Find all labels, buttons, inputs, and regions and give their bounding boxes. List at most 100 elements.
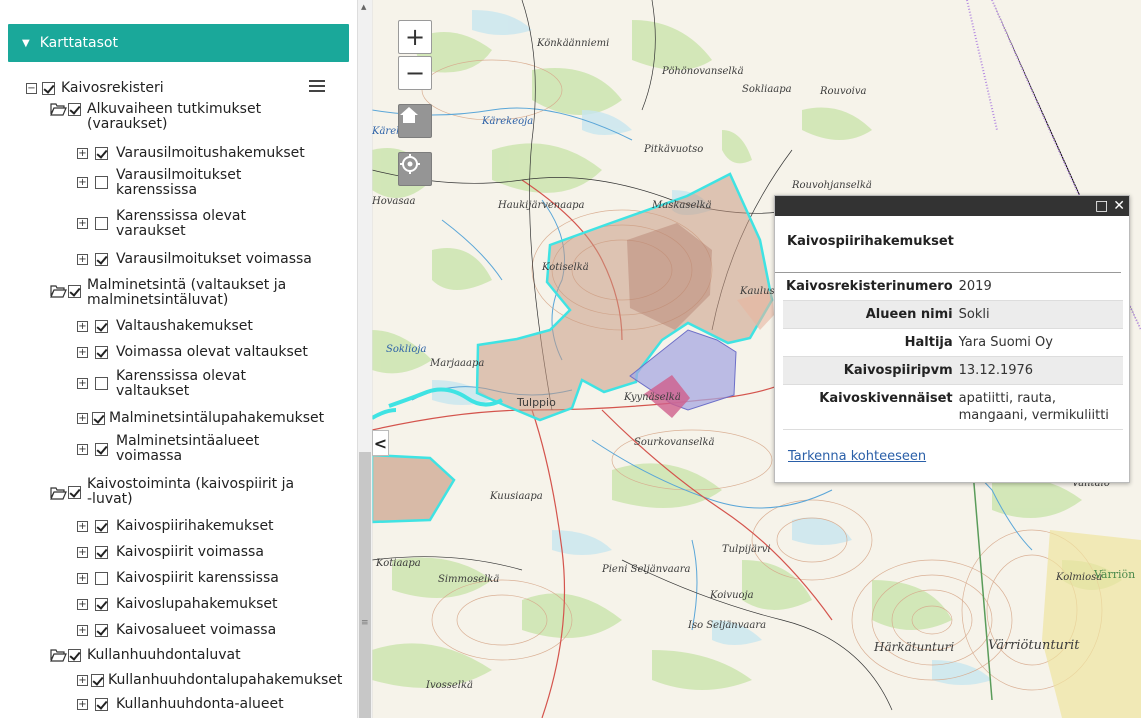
map-place-label: Pöhönovanselkä: [662, 66, 744, 77]
scrollbar-grip-icon: ≡: [361, 618, 369, 628]
tree-item: +Kaivospiirit karenssissa: [77, 571, 279, 586]
tree-item: +Varausilmoitushakemukset: [77, 146, 305, 161]
checkbox[interactable]: [95, 346, 108, 359]
expand-icon[interactable]: +: [77, 148, 88, 159]
map-place-label: Kärekeoja: [482, 116, 534, 127]
checkbox[interactable]: [91, 674, 104, 687]
checkbox[interactable]: [42, 82, 55, 95]
expand-icon[interactable]: +: [77, 699, 88, 710]
checkbox[interactable]: [95, 698, 108, 711]
map-place-label: Rouvohjanselkä: [792, 180, 872, 191]
popup-title: Kaivospiirihakemukset: [775, 216, 1121, 273]
checkbox[interactable]: [95, 147, 108, 160]
expand-icon[interactable]: +: [77, 347, 88, 358]
expand-icon[interactable]: +: [77, 444, 88, 455]
expand-icon[interactable]: +: [77, 675, 88, 686]
scroll-up-arrow-icon[interactable]: ▲: [361, 3, 367, 11]
checkbox[interactable]: [92, 412, 105, 425]
map-place-label: Kuusiaapa: [490, 491, 543, 502]
tree-item: + Voimassa olevat valtaukset: [77, 345, 308, 360]
checkbox[interactable]: [95, 253, 108, 266]
expand-icon[interactable]: +: [77, 573, 88, 584]
checkbox[interactable]: [68, 285, 81, 298]
checkbox[interactable]: [68, 103, 81, 116]
checkbox[interactable]: [95, 598, 108, 611]
zoom-in-button[interactable]: +: [398, 20, 432, 54]
tree-item: + Kaivospiirihakemukset: [77, 519, 274, 534]
tree-item-label: Kaivosalueet voimassa: [116, 622, 277, 638]
expand-icon[interactable]: +: [77, 413, 88, 424]
tree-item: + Kullanhuuhdontalupahakemukset: [77, 673, 342, 688]
layer-panel-header[interactable]: ▼ Karttatasot: [8, 24, 349, 62]
map-place-label: Kotiselkä: [542, 262, 589, 273]
map-place-label: Iso Seljänvaara: [688, 620, 767, 631]
checkbox[interactable]: [95, 546, 108, 559]
map-place-label: Tulpijärvi: [722, 544, 771, 555]
map-place-label: Välitalo: [1072, 478, 1110, 489]
map-place-label: Rouvoiva: [820, 86, 867, 97]
open-folder-icon[interactable]: [50, 486, 67, 500]
expand-icon[interactable]: +: [77, 218, 88, 229]
expand-icon[interactable]: +: [77, 599, 88, 610]
map-place-label: Kyynäselkä: [624, 392, 681, 403]
attribute-value: apatiitti, rauta, mangaani, vermikuliitt…: [958, 391, 1109, 423]
tree-group-label: Alkuvaiheen tutkimukset(varaukset): [87, 101, 262, 132]
checkbox[interactable]: [68, 486, 81, 499]
tree-item: +Kaivospiirit voimassa: [77, 545, 264, 560]
map-place-label: Ivosselkä: [426, 680, 474, 691]
tree-item-label: Varausilmoitukset voimassa: [116, 251, 312, 267]
scrollbar-thumb[interactable]: [359, 452, 371, 718]
open-folder-icon[interactable]: [50, 284, 67, 298]
collapse-icon[interactable]: −: [26, 83, 37, 94]
menu-icon[interactable]: [309, 80, 325, 94]
feature-info-popup: □ ✕ Kaivospiirihakemukset Kaivosrekister…: [774, 195, 1130, 483]
zoom-to-feature-link[interactable]: Tarkenna kohteeseen: [788, 449, 927, 464]
expand-icon[interactable]: +: [77, 177, 88, 188]
attribute-key: Alueen nimi: [865, 307, 953, 322]
tree-item-label: Kaivoslupahakemukset: [116, 596, 278, 612]
checkbox[interactable]: [95, 572, 108, 585]
expand-icon[interactable]: +: [77, 547, 88, 558]
tree-item: + Valtaushakemukset: [77, 319, 253, 334]
checkbox[interactable]: [95, 176, 108, 189]
map-place-label: Marjaaapa: [430, 358, 485, 369]
collapse-panel-chevron-left-icon[interactable]: <: [372, 430, 389, 456]
tree-item-label: Kullanhuuhdontalupahakemukset: [108, 672, 343, 688]
tree-item-label: Kaivospiirihakemukset: [116, 518, 274, 534]
open-folder-icon[interactable]: [50, 648, 67, 662]
expand-icon[interactable]: +: [77, 521, 88, 532]
checkbox[interactable]: [95, 443, 108, 456]
layer-panel: ▼ Karttatasot − Kaivosrekisteri Alkuvaih…: [0, 0, 358, 718]
tree-item: + Varausilmoitukset voimassa: [77, 252, 312, 267]
open-folder-icon[interactable]: [50, 102, 67, 116]
zoom-out-button[interactable]: −: [398, 56, 432, 90]
checkbox[interactable]: [95, 217, 108, 230]
tree-group-label: Kaivostoiminta (kaivospiirit ja-luvat): [87, 476, 295, 507]
map-place-label: Kotiaapa: [376, 558, 421, 569]
tree-item-label: Voimassa olevat valtaukset: [116, 344, 308, 360]
tree-item-label: Kullanhuuhdonta-alueet: [116, 696, 284, 712]
checkbox[interactable]: [95, 624, 108, 637]
map-place-label: Sokliaapa: [742, 84, 792, 95]
tree-group: Kullanhuuhdontaluvat: [50, 648, 241, 663]
expand-icon[interactable]: +: [77, 625, 88, 636]
close-icon[interactable]: ✕: [1113, 198, 1125, 214]
checkbox[interactable]: [95, 520, 108, 533]
expand-icon[interactable]: +: [77, 321, 88, 332]
maximize-icon[interactable]: □: [1095, 198, 1109, 214]
tree-item-label: Valtaushakemukset: [116, 318, 253, 334]
tree-root-label: Kaivosrekisteri: [61, 80, 164, 96]
checkbox[interactable]: [95, 377, 108, 390]
expand-icon[interactable]: +: [77, 254, 88, 265]
checkbox[interactable]: [68, 649, 81, 662]
tree-item: + Kullanhuuhdonta-alueet: [77, 697, 284, 712]
layer-panel-title: Karttatasot: [39, 35, 118, 51]
locate-button[interactable]: [398, 152, 432, 186]
home-button[interactable]: [398, 104, 432, 138]
checkbox[interactable]: [95, 320, 108, 333]
expand-icon[interactable]: +: [77, 378, 88, 389]
